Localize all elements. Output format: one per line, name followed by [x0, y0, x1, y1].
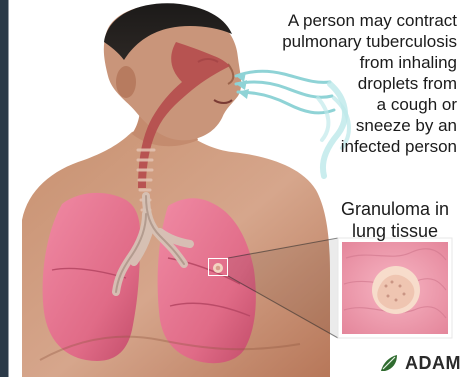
logo: ADAM	[361, 353, 461, 373]
inset-label: Granuloma in lung tissue	[330, 198, 460, 242]
zoom-callout-icon	[208, 258, 228, 276]
logo-text: ADAM	[405, 353, 461, 374]
adam-leaf-icon	[379, 353, 401, 373]
caption-text: A person may contract pulmonary tubercul…	[247, 10, 457, 157]
ear	[116, 66, 136, 98]
